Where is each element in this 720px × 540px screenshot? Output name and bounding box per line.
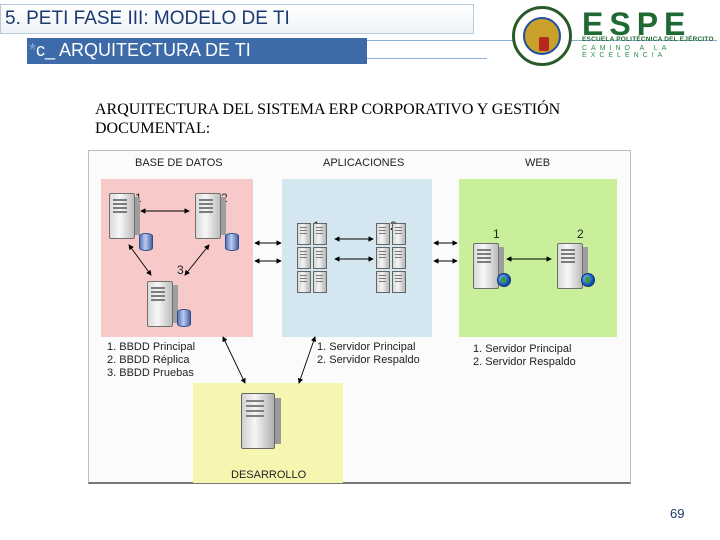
subtitle-bullet: * [29,40,36,60]
espe-logo: ESPE ESCUELA POLITÉCNICA DEL EJÉRCITO CA… [500,2,715,72]
university-seal-icon [512,6,572,66]
slide-subtitle-bar: *c_ ARQUITECTURA DE TI [27,38,367,64]
section-heading: ARQUITECTURA DEL SISTEMA ERP CORPORATIVO… [95,100,655,138]
page-number: 69 [670,506,684,521]
connection-arrows [89,151,630,483]
arrow-db2-db3 [185,245,209,275]
decorative-line [367,58,487,59]
arrow-db-dev [223,337,245,383]
architecture-diagram: BASE DE DATOS APLICACIONES WEB DESARROLL… [88,150,631,484]
logo-institution-name: ESCUELA POLITÉCNICA DEL EJÉRCITO [582,36,714,43]
arrow-app-dev [299,337,315,383]
slide-subtitle: c_ ARQUITECTURA DE TI [36,40,251,60]
slide-title-bar: 5. PETI FASE III: MODELO DE TI [0,4,474,34]
logo-motto: CAMINO A LA EXCELENCIA [582,45,715,59]
slide-title: 5. PETI FASE III: MODELO DE TI [5,8,290,30]
arrow-db1-db3 [129,245,151,275]
